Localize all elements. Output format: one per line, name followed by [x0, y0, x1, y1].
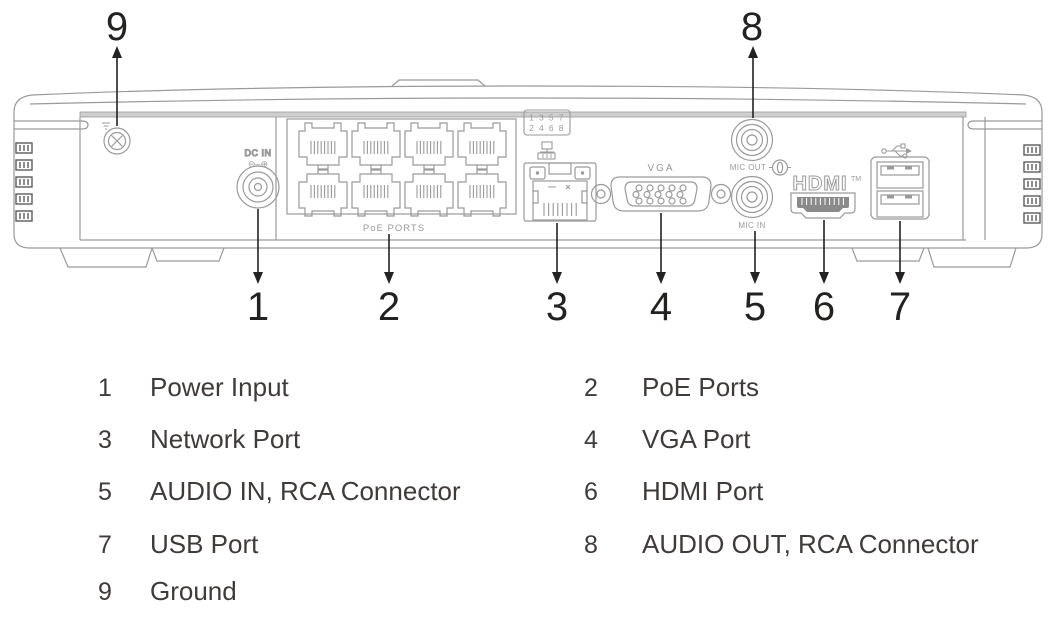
legend-number: 1	[98, 374, 112, 402]
poe-ports-block: PoE PORTS	[286, 118, 517, 234]
legend-label: AUDIO OUT, RCA Connector	[642, 529, 979, 559]
poe-port-8	[457, 169, 507, 217]
speaker-icon	[769, 159, 791, 176]
chassis	[13, 79, 1043, 268]
svg-text:6: 6	[813, 285, 835, 329]
hdmi-logo: HDMI	[792, 173, 847, 195]
legend-number: 8	[584, 531, 598, 559]
poe-numbering-plate: 1 3 5 7 2 4 6 8	[523, 109, 571, 160]
legend-label: Power Input	[150, 372, 289, 402]
callout-7: 7	[889, 221, 911, 329]
legend-label: HDMI Port	[642, 476, 764, 506]
left-ridge	[14, 120, 89, 130]
legend-item-audio-in: 5 AUDIO IN, RCA Connector	[90, 476, 461, 507]
poe-port-6	[404, 169, 454, 217]
callout-9: 9	[106, 5, 128, 126]
poe-port-5	[404, 122, 454, 170]
callout-6: 6	[813, 220, 835, 329]
dc-in-label: DC IN	[245, 148, 272, 158]
mic-in-label: MIC IN	[738, 221, 765, 230]
svg-text:5: 5	[744, 285, 766, 329]
legend-number: 5	[98, 478, 112, 506]
svg-text:8: 8	[741, 5, 763, 49]
legend-label: Network Port	[150, 424, 301, 454]
poe-ports-label: PoE PORTS	[363, 223, 425, 234]
lan-icon	[537, 141, 556, 160]
hdmi-port: HDMI TM	[790, 173, 861, 219]
network-led-left	[529, 166, 546, 180]
vga-label: VGA	[647, 163, 674, 174]
callout-2: 2	[378, 234, 400, 329]
poe-port-2	[298, 169, 348, 217]
vga-screw-left	[590, 183, 612, 205]
legend-item-vga-port: 4 VGA Port	[576, 424, 750, 455]
svg-text:1: 1	[247, 285, 269, 329]
callout-4: 4	[650, 213, 672, 329]
legend-item-poe-ports: 2 PoE Ports	[576, 372, 759, 403]
vga-port: VGA	[590, 163, 732, 212]
callout-5: 5	[744, 231, 766, 329]
legend-number: 9	[98, 578, 112, 606]
audio-in-rca-connector: MIC IN	[730, 175, 774, 230]
panel-top-band	[79, 111, 967, 118]
poe-port-4	[351, 169, 401, 217]
mic-out-label: MIC OUT	[730, 163, 767, 172]
foot-right-outer	[927, 247, 1017, 268]
svg-text:7: 7	[889, 285, 911, 329]
callouts: 9 8 1 2 3	[106, 5, 911, 329]
legend-number: 7	[98, 531, 112, 559]
poe-port-7	[457, 122, 507, 170]
callout-3: 3	[546, 223, 568, 329]
dc-polarity-icon: ⊖–⊕	[248, 159, 268, 169]
legend-item-hdmi-port: 6 HDMI Port	[576, 476, 763, 507]
network-port	[523, 162, 597, 222]
usb-ports	[870, 143, 930, 220]
poe-port-3	[351, 122, 401, 170]
legend-label: AUDIO IN, RCA Connector	[150, 476, 461, 506]
callout-1: 1	[247, 209, 269, 329]
legend-label: VGA Port	[642, 424, 751, 454]
svg-text:4: 4	[650, 285, 672, 329]
legend-label: Ground	[150, 576, 237, 606]
svg-text:3: 3	[546, 285, 568, 329]
foot-left-inner	[151, 247, 225, 262]
poe-port-1	[298, 122, 348, 170]
usb-port-top	[876, 161, 924, 189]
right-ridge	[967, 120, 1042, 130]
foot-left-outer	[59, 247, 153, 268]
ground-screw-icon	[102, 122, 131, 155]
poe-numbering-row1: 1 3 5 7	[529, 113, 565, 123]
svg-text:2: 2	[378, 285, 400, 329]
legend-item-power-input: 1 Power Input	[90, 372, 289, 403]
network-led-right	[574, 166, 591, 180]
poe-numbering-row2: 2 4 6 8	[529, 123, 565, 133]
legend-item-ground: 9 Ground	[90, 576, 237, 607]
legend-number: 3	[98, 426, 112, 454]
legend-item-usb-port: 7 USB Port	[90, 529, 258, 560]
usb-port-bottom	[876, 190, 924, 218]
foot-right-inner	[851, 247, 925, 262]
usb-icon	[881, 143, 912, 159]
legend-number: 6	[584, 478, 598, 506]
legend-label: USB Port	[150, 529, 259, 559]
legend-number: 2	[584, 374, 598, 402]
callout-8: 8	[741, 5, 763, 118]
vga-pins	[632, 184, 687, 205]
vent-grille-left	[15, 142, 33, 222]
legend-item-audio-out: 8 AUDIO OUT, RCA Connector	[576, 529, 979, 560]
audio-out-rca-connector: MIC OUT	[730, 118, 791, 176]
vga-screw-right	[710, 183, 732, 205]
legend-number: 4	[584, 426, 598, 454]
chassis-top-edge-line	[29, 97, 1027, 105]
hdmi-tm-label: TM	[851, 176, 861, 183]
device-rear-panel-drawing: DC IN ⊖–⊕ PoE PORTS 1 3 5 7 2 4 6 8	[13, 5, 1043, 329]
chassis-top-tab	[391, 79, 486, 87]
legend-label: PoE Ports	[642, 372, 760, 402]
svg-text:9: 9	[106, 5, 128, 49]
power-input-connector: DC IN ⊖–⊕	[236, 147, 280, 209]
legend-item-network-port: 3 Network Port	[90, 424, 300, 455]
vent-grille-right	[1023, 144, 1041, 224]
